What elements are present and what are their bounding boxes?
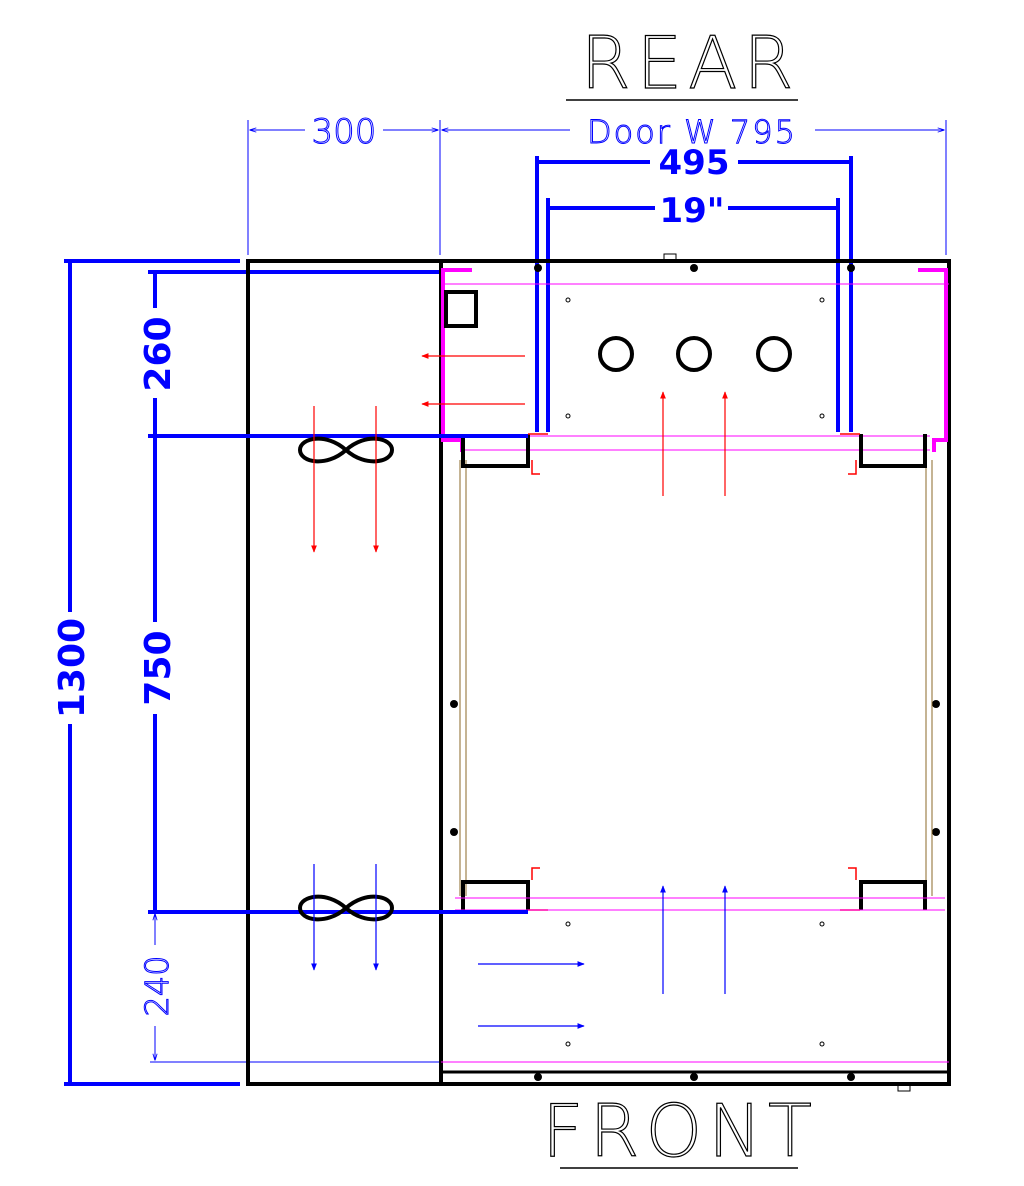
rack-upright-markers <box>528 433 860 911</box>
rear-label: REAR <box>581 21 800 105</box>
cable-port-2 <box>676 336 712 372</box>
side-cooling-unit <box>246 259 443 1086</box>
rear-frame <box>441 268 948 452</box>
rear-section-dimension: 260 <box>138 316 179 391</box>
cable-port-3 <box>756 336 792 372</box>
front-frame <box>455 897 945 911</box>
rack-width-dimension-lines <box>535 156 853 432</box>
section-dividers <box>148 434 528 914</box>
side-width-dimension: 300 <box>312 112 377 152</box>
rear-label-group: REAR <box>566 20 800 106</box>
front-section-dimension: 240 <box>138 955 176 1016</box>
rack-outer-dimension: 495 <box>659 143 730 183</box>
front-label-group: FRONT <box>541 1088 818 1173</box>
top-dimension-lines <box>247 120 947 255</box>
front-label: FRONT <box>542 1089 818 1173</box>
cold-air-arrows <box>311 864 728 1029</box>
cable-port-1 <box>598 336 634 372</box>
rack-inner-dimension: 19" <box>659 191 724 231</box>
rack-enclosure <box>439 253 951 1092</box>
side-rails <box>459 460 933 896</box>
left-dimension-lines <box>64 259 440 1086</box>
hot-air-arrows <box>311 353 728 553</box>
rack-uprights <box>461 434 927 910</box>
total-depth-dimension: 1300 <box>52 618 93 718</box>
cable-ports <box>598 336 792 372</box>
door-width-dimension: Door W 795 <box>587 113 797 151</box>
fan-icon <box>297 436 395 464</box>
fan-icon <box>297 894 395 922</box>
middle-section-dimension: 750 <box>138 630 179 705</box>
rear-corner-box <box>444 290 478 328</box>
rear-panel-holes <box>565 297 825 1047</box>
